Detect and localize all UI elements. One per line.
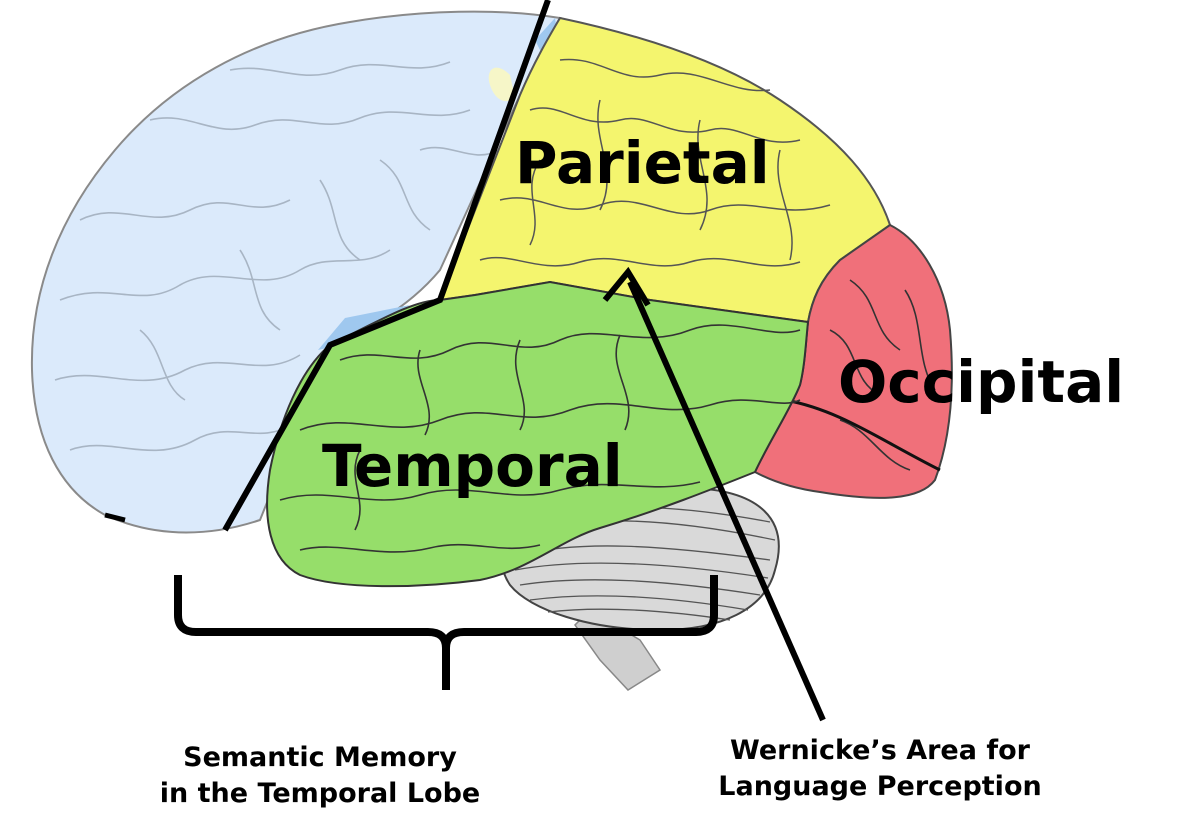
occipital-label: Occipital	[838, 348, 1124, 416]
semantic-memory-caption: Semantic Memory in the Temporal Lobe	[140, 740, 500, 812]
semantic-caption-line2: in the Temporal Lobe	[140, 776, 500, 812]
semantic-caption-line1: Semantic Memory	[140, 740, 500, 776]
wernicke-caption-line2: Language Perception	[700, 769, 1060, 805]
temporal-label: Temporal	[322, 432, 623, 500]
wernicke-caption: Wernicke’s Area for Language Perception	[700, 733, 1060, 805]
wernicke-caption-line1: Wernicke’s Area for	[700, 733, 1060, 769]
parietal-label: Parietal	[515, 129, 770, 197]
